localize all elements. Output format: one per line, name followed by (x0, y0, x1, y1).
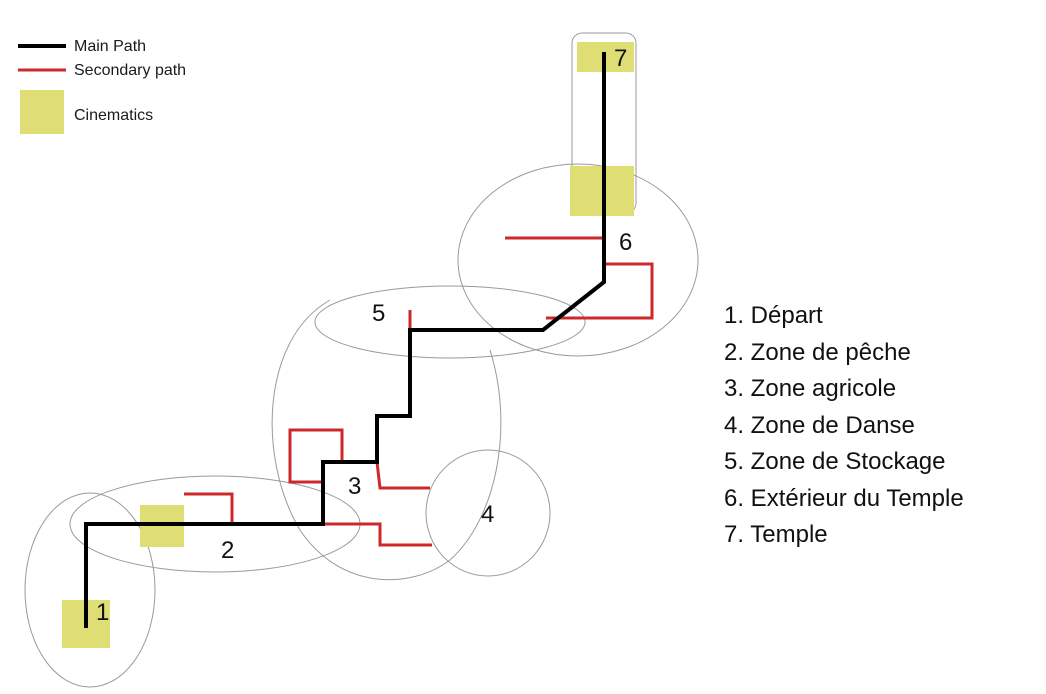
legend-cinematics-label: Cinematics (74, 107, 153, 124)
zone-3-outline (271, 299, 502, 581)
zone-list-item-1: 1. Départ (724, 302, 823, 329)
secondary-path-zone-6-loop (546, 262, 654, 320)
secondary-path-zone-3-loop (288, 428, 344, 484)
zone-list-item-6: 6. Extérieur du Temple (724, 484, 964, 512)
zone-number-1: 1 (96, 599, 109, 626)
secondary-path-zone-2 (184, 492, 234, 524)
zone-list-item-7: 7. Temple (724, 521, 828, 548)
secondary-path-zone-3-branch-a (375, 461, 430, 490)
zone-number-7: 7 (614, 45, 627, 72)
zone-number-2: 2 (221, 537, 234, 564)
zone-number-5: 5 (372, 300, 385, 327)
zone-number-3: 3 (348, 473, 361, 500)
main-path (84, 52, 606, 628)
legend: Main Path Secondary path Cinematics (18, 38, 186, 134)
zone-list-item-3: 3. Zone agricole (724, 375, 897, 402)
zone-list-item-2: 2. Zone de pêche (724, 338, 911, 366)
secondary-paths (184, 236, 654, 547)
zone-4-outline (425, 449, 551, 577)
zone-number-6: 6 (619, 229, 632, 256)
zone-5-outline (314, 285, 586, 359)
zone-outlines (24, 32, 699, 688)
cinematic-markers (62, 42, 634, 648)
zone-6-outline (457, 163, 699, 357)
secondary-path-zone-3-branch-b (323, 522, 432, 547)
zone-numbers: 1 2 3 4 5 6 7 (96, 45, 632, 626)
zone-number-4: 4 (481, 501, 494, 528)
zone-list-item-5: 5. Zone de Stockage (724, 448, 946, 475)
zone-list: 1. Départ 2. Zone de pêche 3. Zone agric… (724, 298, 964, 554)
zone-list-item-4: 4. Zone de Danse (724, 411, 915, 439)
legend-main-path-label: Main Path (74, 38, 146, 55)
zone-1-outline (24, 492, 156, 688)
legend-cinematics-swatch (20, 90, 64, 134)
legend-secondary-path-label: Secondary path (74, 62, 186, 79)
